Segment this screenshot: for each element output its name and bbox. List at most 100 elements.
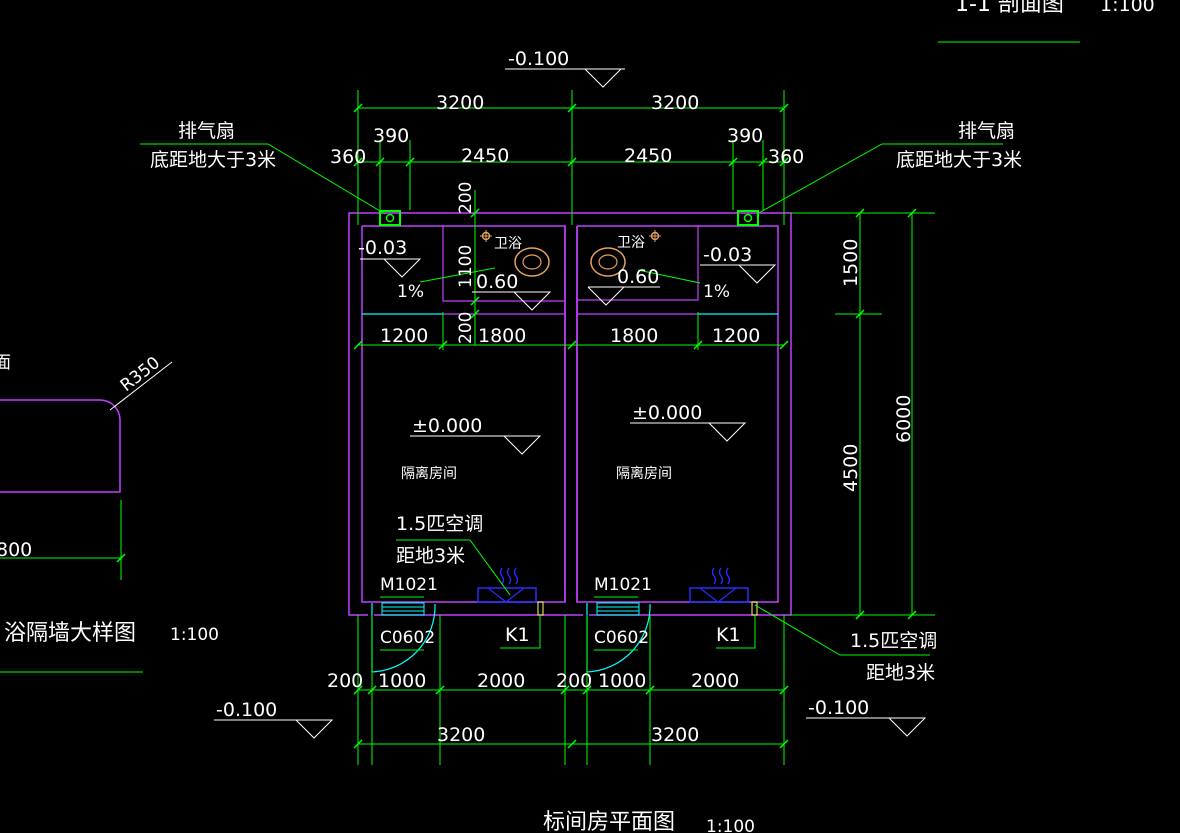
dim-bottom-overall-left: 3200 (437, 724, 485, 746)
dim-right-room-depth: 4500 (840, 444, 862, 492)
elev-bath-left-mark (383, 258, 422, 278)
partition-right-a (577, 226, 699, 301)
dim-top-edge-right: 360 (768, 146, 804, 168)
dim-right-bath-depth: 1500 (840, 239, 862, 287)
dim-tick-4 (375, 157, 385, 167)
toilet-bowl-0 (514, 247, 550, 277)
dim-top-edge-left: 360 (330, 146, 366, 168)
dim-bottom-door-left: 1000 (378, 670, 426, 692)
k1-socket-right (751, 601, 758, 616)
main-title: 标间房平面图 (543, 810, 675, 833)
ac-heat-0-1 (506, 567, 512, 585)
dim-tick-18 (560, 685, 570, 695)
elevation-top: -0.100 (508, 48, 569, 70)
fan-left-line1: 排气扇 (178, 120, 235, 142)
fan-right-line2: 底距地大于3米 (896, 149, 1022, 171)
ac-left-line2: 距地3米 (396, 545, 465, 567)
k-label-right: K1 (716, 624, 741, 646)
elev-shower-right-mark (587, 286, 626, 306)
main-scale: 1:100 (706, 817, 755, 833)
leader-k-right (716, 615, 756, 649)
dim-bottom-rest-left: 2000 (477, 670, 525, 692)
dim-tick-1 (567, 103, 577, 113)
dim-tick-13 (693, 340, 703, 350)
dim-tick-11 (438, 340, 448, 350)
dim-bottom-overall-right: 3200 (651, 724, 699, 746)
dim-vertical-a: 200 (456, 182, 476, 214)
door-swing-left (371, 603, 436, 673)
dim-vertical-b: 1100 (456, 245, 476, 288)
dim-tick-16 (367, 685, 377, 695)
dim-bottom-wall-left: 200 (327, 670, 363, 692)
detail-scale: 1:100 (170, 625, 219, 645)
dim-right-total-depth: 6000 (893, 395, 915, 443)
elev-shower-left-mark (513, 291, 552, 311)
elev-room-right-mark (708, 422, 747, 442)
ac-heat-1-0 (711, 567, 717, 585)
detail-left-fragment: 面 (0, 353, 11, 373)
leader-fan-left (140, 143, 386, 215)
partition-left-b (442, 226, 565, 302)
leader-slope-right (637, 269, 701, 284)
dim-vertical-c: 200 (456, 312, 476, 344)
fan-right-line1: 排气扇 (958, 120, 1015, 142)
elevation-room-right: ±0.000 (632, 402, 702, 424)
elevation-shower-left: 0.60 (476, 271, 518, 293)
dim-tick-12 (567, 340, 577, 350)
dim-bottom-rest-right: 2000 (691, 670, 739, 692)
ac-heat-0-2 (513, 567, 519, 585)
outer-wall (348, 212, 792, 616)
dim-tick-v-5 (470, 208, 480, 218)
dim-tick-10 (353, 340, 363, 350)
detail-radius-leader (109, 361, 173, 411)
drawing-linework (0, 41, 1080, 765)
dim-tick-6 (567, 157, 577, 167)
dim-tick-19 (582, 685, 592, 695)
toilet-bowl-1 (590, 247, 626, 277)
elevation-room-left: ±0.000 (412, 415, 482, 437)
window-label-right: C0602 (594, 628, 649, 648)
dim-tick-0 (353, 103, 363, 113)
dim-top-bath-right: 2450 (624, 145, 672, 167)
dim-mid-left-a: 1200 (380, 325, 428, 347)
dim-tick-14 (779, 340, 789, 350)
dim-tick-2 (779, 103, 789, 113)
section-scale: 1:100 (1100, 0, 1155, 16)
elev-top-mark (584, 68, 623, 88)
exhaust-fan-0 (379, 210, 401, 226)
dim-tick-3 (353, 157, 363, 167)
slope-right: 1% (703, 282, 730, 302)
exhaust-fan-core-0 (385, 213, 395, 223)
door-gap-right (583, 610, 589, 618)
room-label-right: 隔离房间 (616, 465, 672, 482)
dim-tick-v-2 (855, 610, 865, 620)
window-1 (596, 602, 640, 616)
dim-tick-5 (405, 157, 415, 167)
exhaust-fan-1 (737, 210, 759, 226)
dim-tick-v-3 (907, 208, 917, 218)
elev-bottom-left-mark (295, 719, 334, 739)
dim-tick-v-6 (470, 296, 480, 306)
elevation-bottom-left: -0.100 (216, 699, 277, 721)
dim-tick-v-7 (470, 309, 480, 319)
ac-fan-1 (699, 587, 737, 603)
slope-left: 1% (397, 282, 424, 302)
dim-bottom-wall-mid: 200 (556, 670, 592, 692)
dim-tick-22 (353, 739, 363, 749)
door-gap-left (368, 610, 374, 618)
bath-label-left: 卫浴 (494, 236, 522, 252)
leader-k-left (500, 615, 541, 649)
dim-top-overall-left: 3200 (436, 92, 484, 114)
dim-tick-15 (353, 685, 363, 695)
k-label-left: K1 (505, 624, 530, 646)
dim-tick-17 (435, 685, 445, 695)
room-label-left: 隔离房间 (401, 465, 457, 482)
door-label-right: M1021 (594, 575, 652, 595)
ac-right-line2: 距地3米 (866, 662, 935, 684)
dim-tick-9 (779, 157, 789, 167)
dim-mid-right-a: 1800 (610, 325, 658, 347)
door-label-left: M1021 (380, 575, 438, 595)
ac-heat-0-0 (499, 567, 505, 585)
ac-right-line1: 1.5匹空调 (850, 630, 937, 652)
dim-tick-8 (758, 157, 768, 167)
